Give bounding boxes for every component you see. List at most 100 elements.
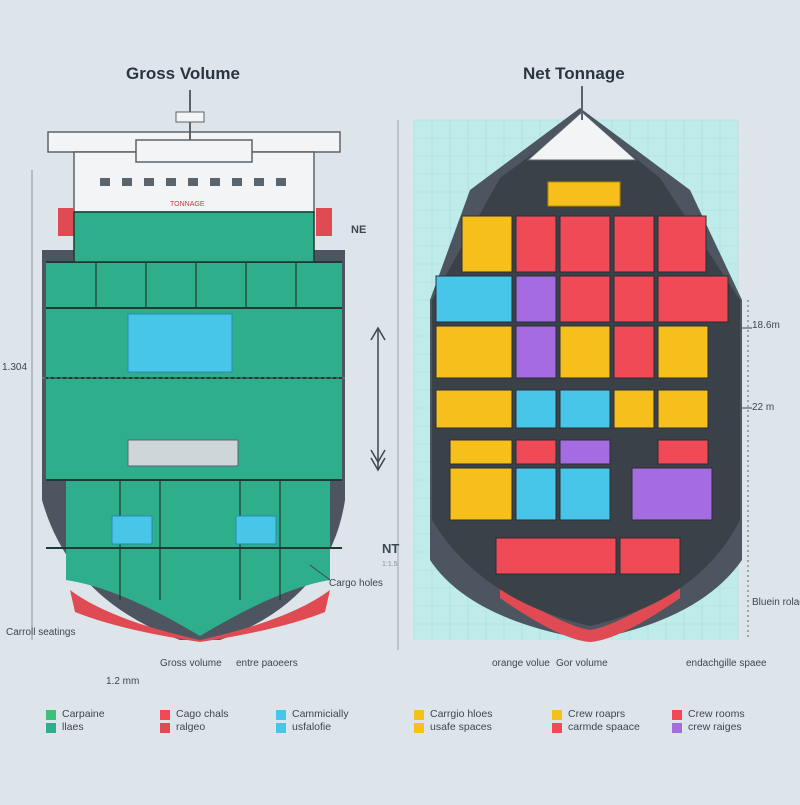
legend-swatch [46, 723, 56, 733]
legend-swatch [552, 723, 562, 733]
legend-text: Cago chals [176, 708, 229, 720]
legend-text: Cammicially [292, 708, 349, 720]
left-window [100, 178, 110, 186]
left-lifeboat [58, 208, 74, 236]
legend-swatch [276, 723, 286, 733]
left-bottom-dimension: 1.2 mm [106, 676, 140, 687]
right-dim-top: 18.6m [752, 320, 780, 331]
right-bridge [526, 111, 638, 161]
right-container-stack [559, 325, 611, 379]
legend-text: ralgeo [176, 721, 206, 733]
right-container-stack [631, 467, 713, 521]
legend-text: usafe spaces [430, 721, 492, 733]
right-container-stack [657, 325, 709, 379]
right-container [547, 181, 621, 207]
left-window [254, 178, 264, 186]
right-keel-band [500, 585, 680, 642]
right-container-stack [657, 275, 729, 323]
left-height-label: 1.304 [2, 362, 28, 373]
legend-swatches [46, 710, 56, 733]
right-container-stack [435, 389, 513, 429]
right-container-stack [435, 325, 513, 379]
right-container-stack [515, 439, 557, 465]
left-machinery [127, 439, 239, 467]
legend-swatch [414, 723, 424, 733]
left-window [166, 178, 176, 186]
legend-swatches [552, 710, 562, 733]
right-container-stack [435, 275, 513, 323]
right-container-stack [613, 325, 655, 379]
legend-text: llaes [62, 721, 84, 733]
right-container-stack [515, 325, 557, 379]
ne-label: NE [351, 224, 367, 236]
left-window [188, 178, 198, 186]
carroll-seatings-label: Carroll seatings [6, 627, 76, 638]
left-container-stack [235, 515, 277, 545]
right-container-stack [559, 467, 611, 521]
legend-swatches [414, 710, 424, 733]
legend-text: crew raiges [688, 721, 742, 733]
right-container-stack [559, 275, 611, 323]
nt-sub-label: 1:1.5 [382, 561, 398, 568]
legend-swatch [46, 710, 56, 720]
right-container-stack [515, 275, 557, 323]
left-window [122, 178, 132, 186]
right-container-stack [461, 215, 513, 273]
right-container-stack [515, 215, 557, 273]
left-container-stack [111, 515, 153, 545]
right-container-stack [613, 275, 655, 323]
gross-volume-bottom-label: Gross volume [160, 658, 222, 669]
left-window [210, 178, 220, 186]
left-upper-hold [73, 211, 315, 263]
right-blue-label: Bluein rolae [752, 597, 800, 608]
ship-name-label: TONNAGE [170, 201, 205, 208]
left-window [232, 178, 242, 186]
legend-text: Crew rooms [688, 708, 745, 720]
arrow-head-down-icon [370, 449, 386, 472]
legend-swatch [672, 710, 682, 720]
right-dim-middle: 22 m [752, 402, 775, 413]
legend-swatch [160, 723, 170, 733]
right-container-stack [613, 389, 655, 429]
legend-swatch [160, 710, 170, 720]
left-container-stack [127, 313, 233, 373]
right-container-stack [613, 215, 655, 273]
right-gross-volume-label: Gor volume [556, 658, 608, 669]
legend-swatches [276, 710, 286, 733]
net-tonnage-title: Net Tonnage [523, 64, 625, 83]
orange-volume-label: orange volue [492, 658, 550, 669]
right-container-stack [657, 215, 707, 273]
right-container-stack [619, 537, 681, 575]
legend-swatch [552, 710, 562, 720]
gross-volume-title: Gross Volume [126, 64, 240, 83]
cargo-callout-leader [309, 564, 331, 581]
right-container-stack [449, 467, 513, 521]
legend-swatch [414, 710, 424, 720]
left-keel-band [70, 590, 330, 642]
cargo-holes-callout: Cargo holes [329, 578, 383, 589]
left-window [276, 178, 286, 186]
arrow-head-up-icon [370, 326, 386, 341]
right-container-stack [515, 389, 557, 429]
left-lifeboat [316, 208, 332, 236]
legend-swatches [672, 710, 682, 733]
legend-swatch [276, 710, 286, 720]
right-container-stack [495, 537, 617, 575]
nt-label: NT [382, 541, 400, 556]
right-container-stack [515, 467, 557, 521]
right-container-stack [657, 389, 709, 429]
enclosed-space-label: endachgille spaee [686, 658, 767, 669]
legend-text: Crew roaprs [568, 708, 626, 720]
right-container-stack [559, 439, 611, 465]
left-mast-platform [175, 111, 205, 123]
legend-text: Carpaine [62, 708, 105, 720]
left-window [144, 178, 154, 186]
legend-swatch [672, 723, 682, 733]
left-wheelhouse [135, 139, 253, 163]
